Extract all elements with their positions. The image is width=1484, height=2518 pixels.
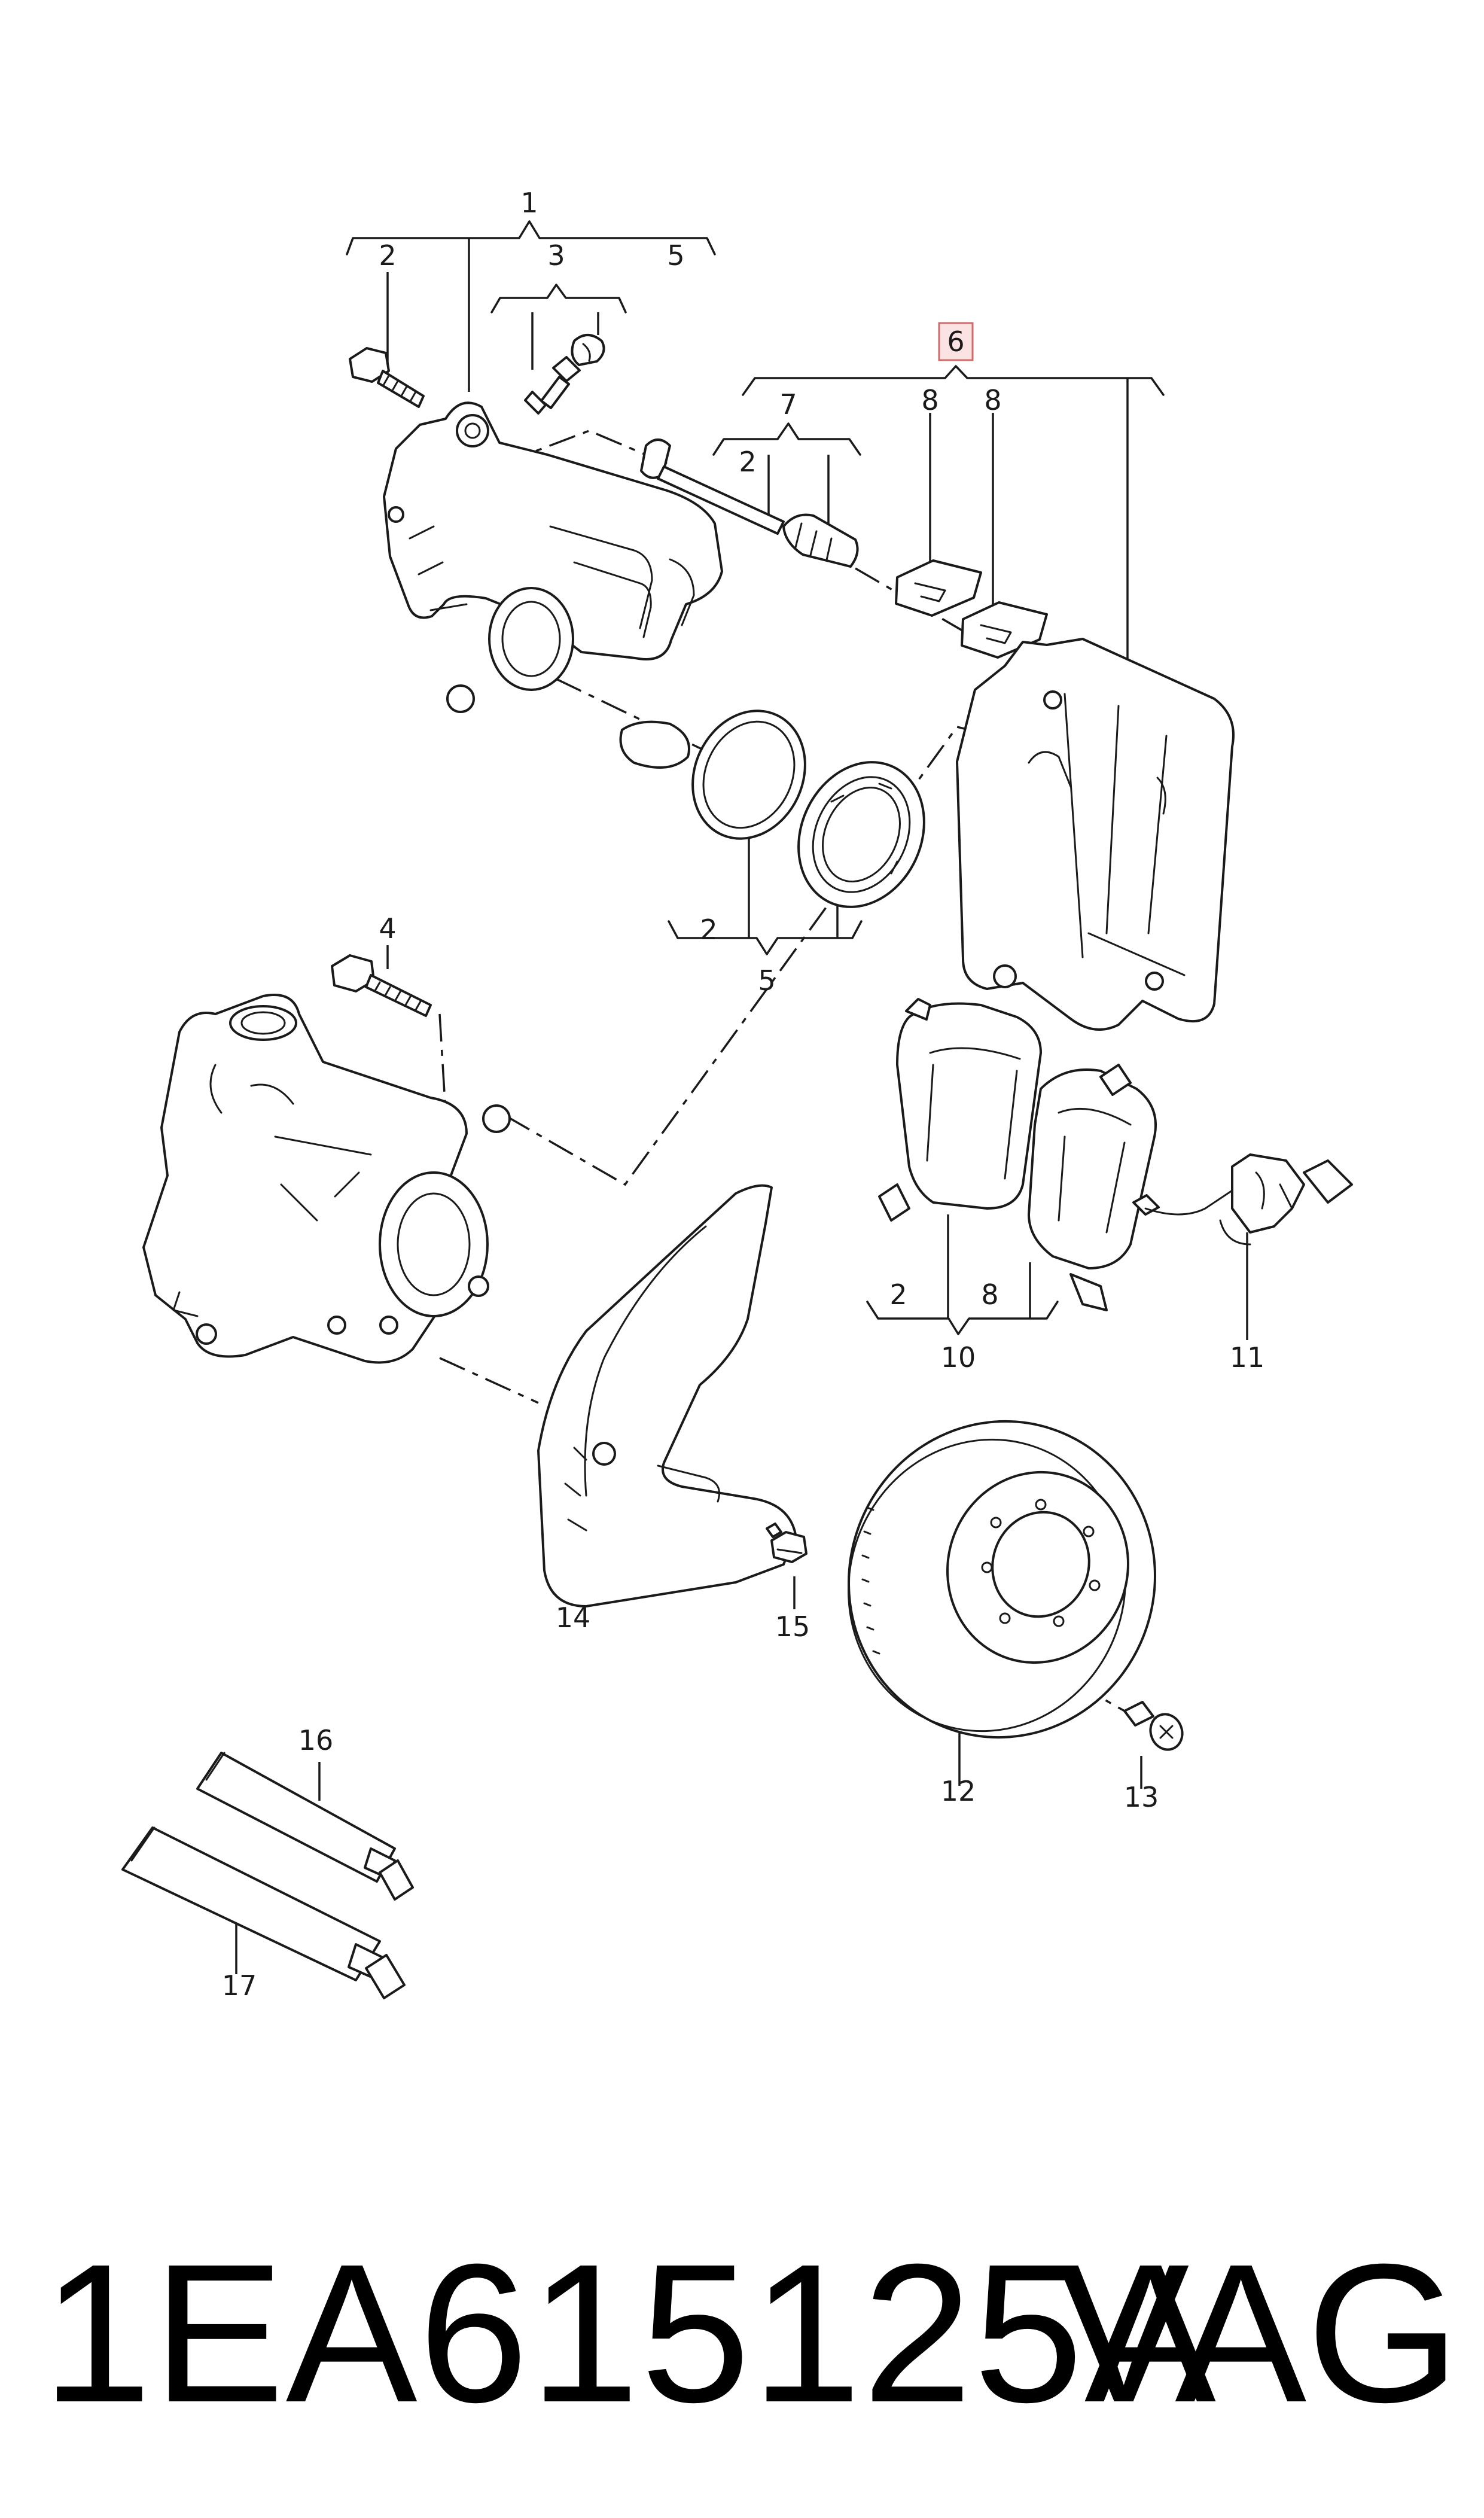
callout-17: 17 — [222, 1969, 257, 2002]
wear-sensor — [1132, 1153, 1353, 1246]
callout-2: 2 — [700, 914, 717, 946]
carrier-bolt — [331, 954, 432, 1017]
grease-tube-17 — [121, 1826, 406, 1999]
callout-13: 13 — [1124, 1781, 1159, 1813]
callout-6: 6 — [947, 325, 964, 358]
brake-disc — [848, 1420, 1156, 1739]
callout-5: 5 — [758, 964, 775, 997]
callout-12: 12 — [941, 1775, 976, 1807]
callout-3: 3 — [547, 239, 565, 272]
shield-screw — [766, 1523, 807, 1563]
callout-4: 4 — [379, 912, 396, 945]
callout-2: 2 — [739, 446, 756, 478]
callout-2: 2 — [379, 239, 396, 272]
callout-brackets — [235, 220, 1248, 1974]
callout-11: 11 — [1230, 1341, 1265, 1374]
guide-pin — [640, 439, 859, 568]
highlight-box — [938, 322, 974, 361]
piston-seal — [691, 710, 806, 840]
callout-2: 2 — [889, 1278, 907, 1311]
callout-15: 15 — [775, 1610, 810, 1643]
brake-pad-outer — [1028, 1064, 1157, 1311]
callout-10: 10 — [941, 1341, 976, 1374]
callout-7: 7 — [779, 388, 797, 421]
callout-1: 1 — [520, 187, 538, 219]
guide-bolt — [349, 347, 425, 408]
caliper-housing — [383, 401, 723, 769]
callout-8: 8 — [981, 1278, 998, 1311]
callout-16: 16 — [298, 1724, 334, 1756]
callout-labels: 1 2 3 5 6 7 2 8 8 2 5 4 2 8 10 11 14 15 … — [222, 187, 1265, 2002]
disc-screw — [1123, 1701, 1184, 1751]
caliper-carrier — [956, 638, 1235, 1031]
brand-name: VAG — [1058, 2222, 1460, 2443]
callout-5: 5 — [667, 239, 684, 272]
grease-tube-16 — [196, 1752, 414, 1901]
dust-boot — [797, 761, 925, 908]
splash-shield — [537, 1184, 797, 1607]
steering-knuckle — [142, 994, 511, 1364]
callout-14: 14 — [556, 1601, 591, 1634]
part-number: 1EA615125A — [42, 2222, 1218, 2443]
bleed-valve — [524, 334, 605, 415]
callout-8: 8 — [984, 384, 1001, 416]
part-caption: 1EA615125A VAG — [0, 2213, 1484, 2453]
callout-8: 8 — [921, 384, 938, 416]
brake-pad-inner — [878, 998, 1042, 1222]
